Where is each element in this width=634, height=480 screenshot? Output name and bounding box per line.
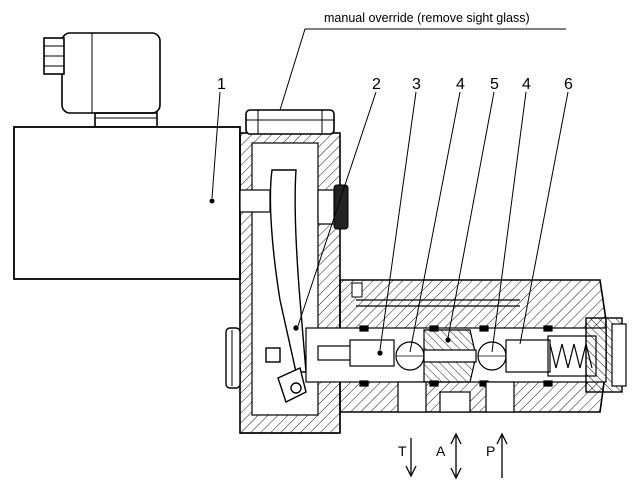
connector-plug (43, 32, 161, 128)
port-a-label: A (436, 443, 446, 459)
internal-parts (317, 325, 597, 387)
port-p-label: P (486, 443, 495, 459)
callout-3: 3 (412, 76, 421, 93)
solenoid-coil (13, 126, 241, 280)
leader-lines (211, 28, 569, 353)
rocker-lever (265, 169, 307, 403)
callout-6: 6 (564, 76, 573, 93)
port-t-label: T (398, 443, 407, 459)
port-channels (240, 381, 515, 434)
callout-5: 5 (490, 76, 499, 93)
flow-arrows (405, 432, 508, 480)
callout-4-left: 4 (456, 76, 465, 93)
manual-override-label: manual override (remove sight glass) (324, 11, 530, 25)
callout-2: 2 (372, 76, 381, 93)
side-boss (225, 327, 241, 389)
callout-1: 1 (217, 76, 226, 93)
callout-4-right: 4 (522, 76, 531, 93)
